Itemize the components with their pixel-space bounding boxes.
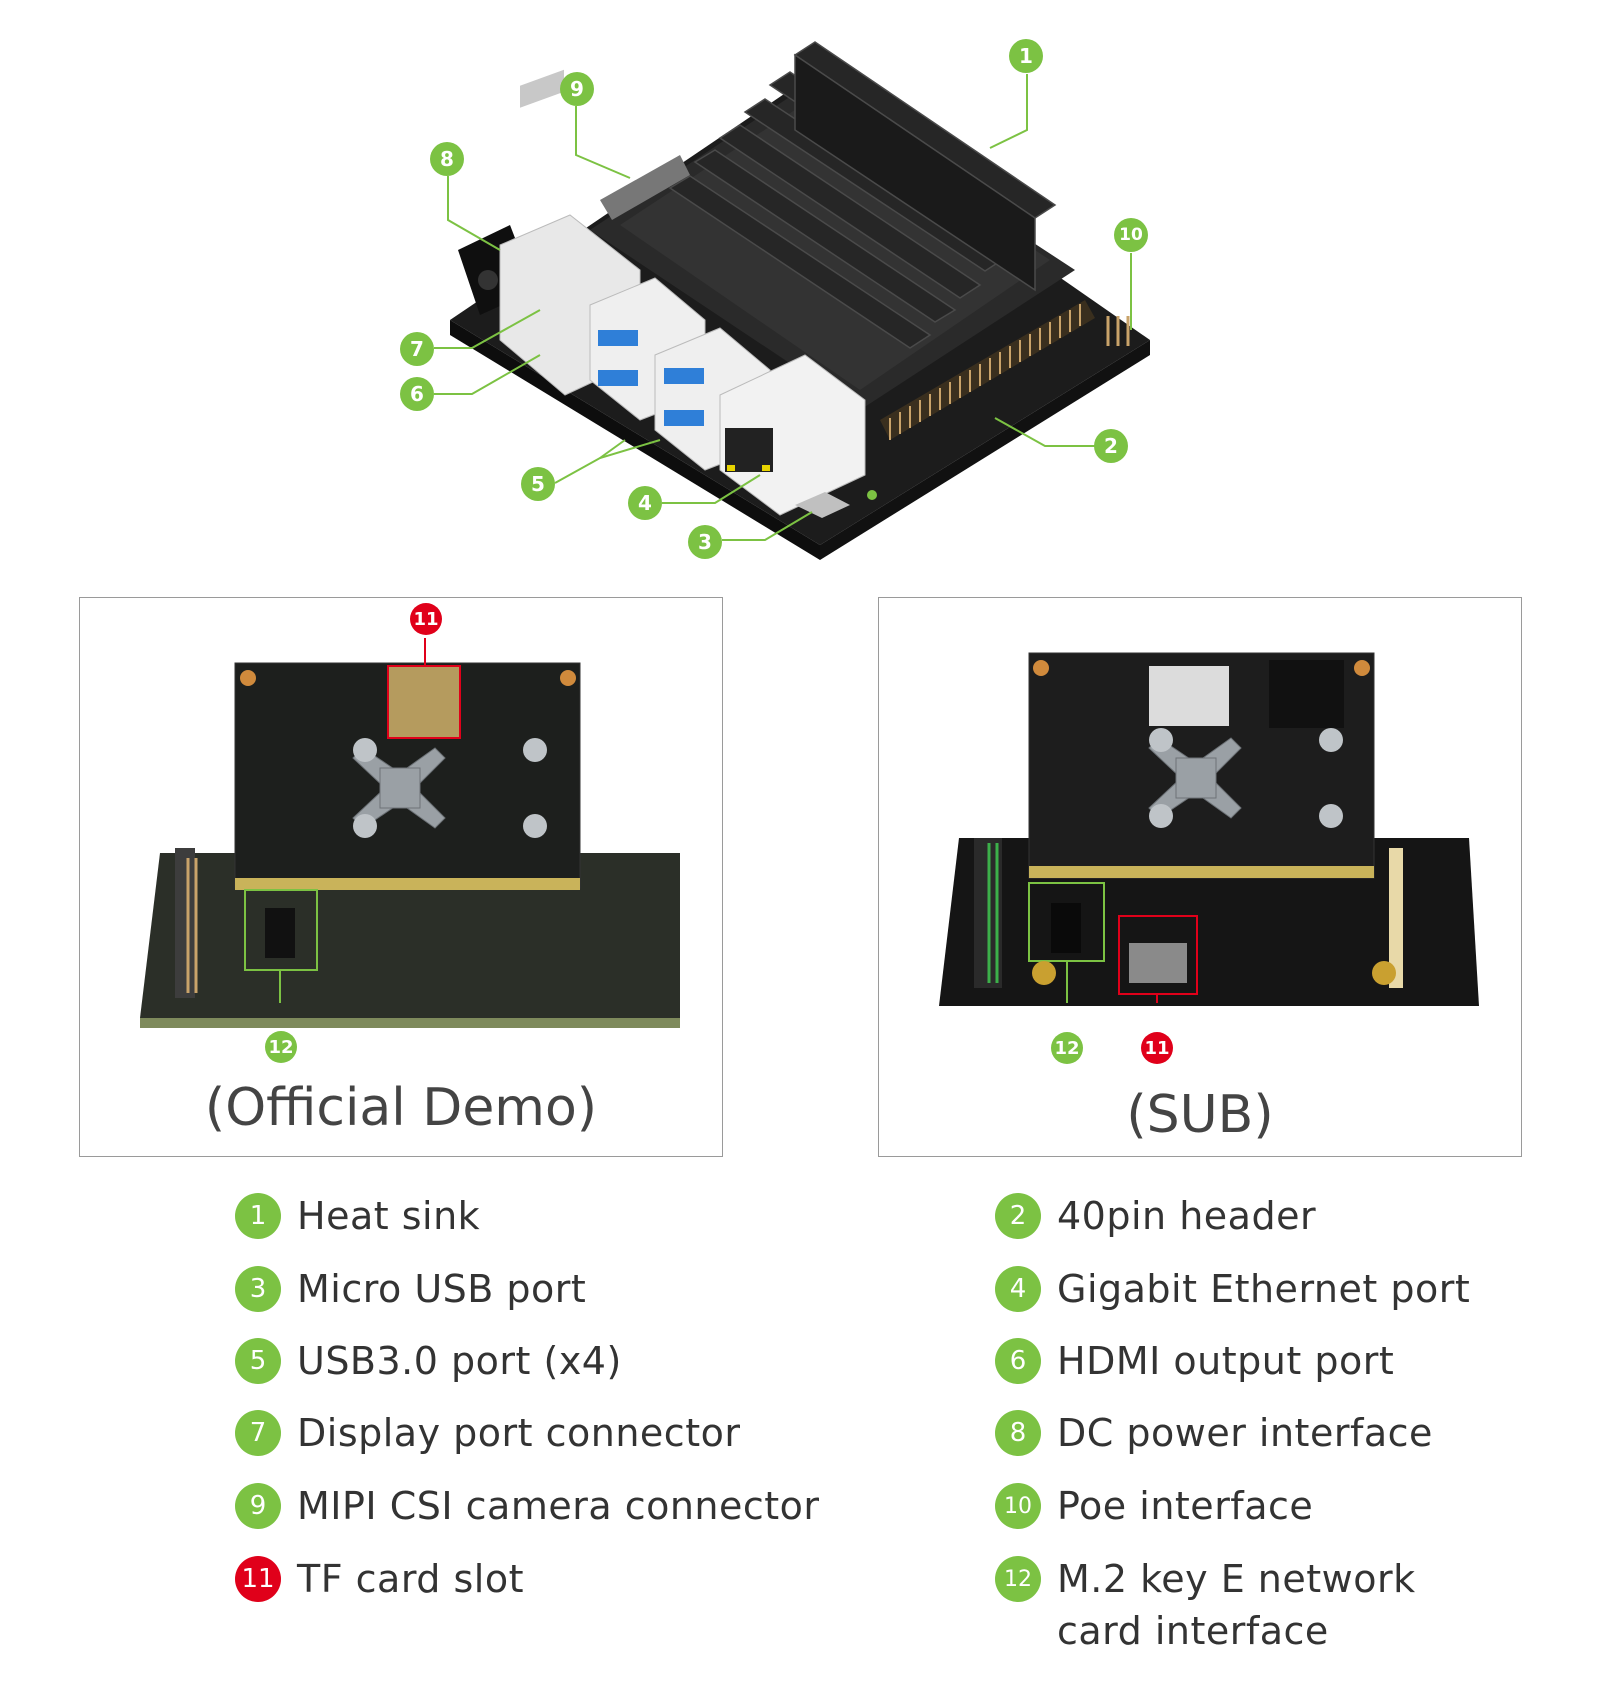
badge-tf-card-official: 11 [410,603,442,635]
callout-badge-6: 6 [400,377,434,411]
ethernet-jack [719,354,866,516]
callout-badge-3: 3 [688,525,722,559]
micro-usb-jack [795,492,850,518]
legend-badge: 10 [995,1483,1041,1529]
sub-panel: 12 11 (SUB) [878,597,1522,1157]
legend-label: Heat sink [297,1194,481,1238]
callout-badge-1: 1 [1009,39,1043,73]
legend-badge: 2 [995,1193,1041,1239]
legend-label: 40pin header [1057,1194,1317,1238]
mipi-csi-connector [600,155,690,220]
legend-badge: 11 [235,1556,281,1602]
legend-badge: 5 [235,1338,281,1384]
legend-label: Micro USB port [297,1267,587,1311]
legend-label: Poe interface [1057,1484,1314,1528]
badge-tf-card-sub: 11 [1141,1032,1173,1064]
official-demo-panel: 11 12 (Official Demo) [79,597,723,1157]
legend-item-dc-power: 8 DC power interface [995,1410,1433,1459]
legend-item-mipi-csi: 9 MIPI CSI camera connector [235,1483,820,1532]
callout-badge-9: 9 [560,72,594,106]
badge-m2-official: 12 [265,1031,297,1063]
heat-sink-fins [668,41,1057,349]
legend-badge: 4 [995,1266,1041,1312]
legend-badge: 12 [995,1556,1041,1602]
legend-badge: 7 [235,1410,281,1456]
legend-item-display-port: 7 Display port connector [235,1410,740,1459]
legend-label: Display port connector [297,1411,741,1455]
main-board-illustration [434,41,1150,560]
legend-item-poe: 10 Poe interface [995,1483,1313,1532]
poe-header [1106,316,1130,346]
legend-item-usb3: 5 USB3.0 port (x4) [235,1338,622,1387]
badge-m2-sub: 12 [1051,1032,1083,1064]
legend-label: MIPI CSI camera connector [297,1484,820,1528]
legend-item-heat-sink: 1 Heat sink [235,1193,480,1242]
callout-badge-5: 5 [521,467,555,501]
legend-item-tf-card: 11 TF card slot [235,1556,524,1605]
legend-item-40pin: 2 40pin header [995,1193,1316,1242]
legend-badge: 3 [235,1266,281,1312]
legend-label: DC power interface [1057,1411,1433,1455]
gpio-pins [889,304,1081,440]
panel-caption-official: (Official Demo) [204,1078,598,1138]
legend-label: HDMI output port [1057,1339,1395,1383]
gpio-header [880,300,1095,440]
legend-item-hdmi: 6 HDMI output port [995,1338,1394,1387]
tf-card-slot-highlight [387,665,461,739]
sub-board [939,652,1479,1006]
legend-badge: 6 [995,1338,1041,1384]
official-demo-board [140,638,680,1028]
legend-label: TF card slot [297,1557,524,1601]
callout-badge-8: 8 [430,142,464,176]
legend-badge: 8 [995,1410,1041,1456]
callout-badge-2: 2 [1094,429,1128,463]
callout-badge-10: 10 [1114,218,1148,252]
legend-badge: 9 [235,1483,281,1529]
legend-label: M.2 key E network card interface [1057,1557,1416,1653]
legend-item-ethernet: 4 Gigabit Ethernet port [995,1266,1470,1315]
legend-label: USB3.0 port (x4) [297,1339,622,1383]
legend-badge: 1 [235,1193,281,1239]
panel-caption-sub: (SUB) [1126,1085,1274,1145]
callout-badge-7: 7 [400,332,434,366]
legend-label: Gigabit Ethernet port [1057,1267,1471,1311]
callout-leaders [434,74,1132,541]
legend-item-m2: 12 M.2 key E network card interface [995,1556,1425,1657]
legend-item-micro-usb: 3 Micro USB port [235,1266,586,1315]
callout-badge-4: 4 [628,486,662,520]
